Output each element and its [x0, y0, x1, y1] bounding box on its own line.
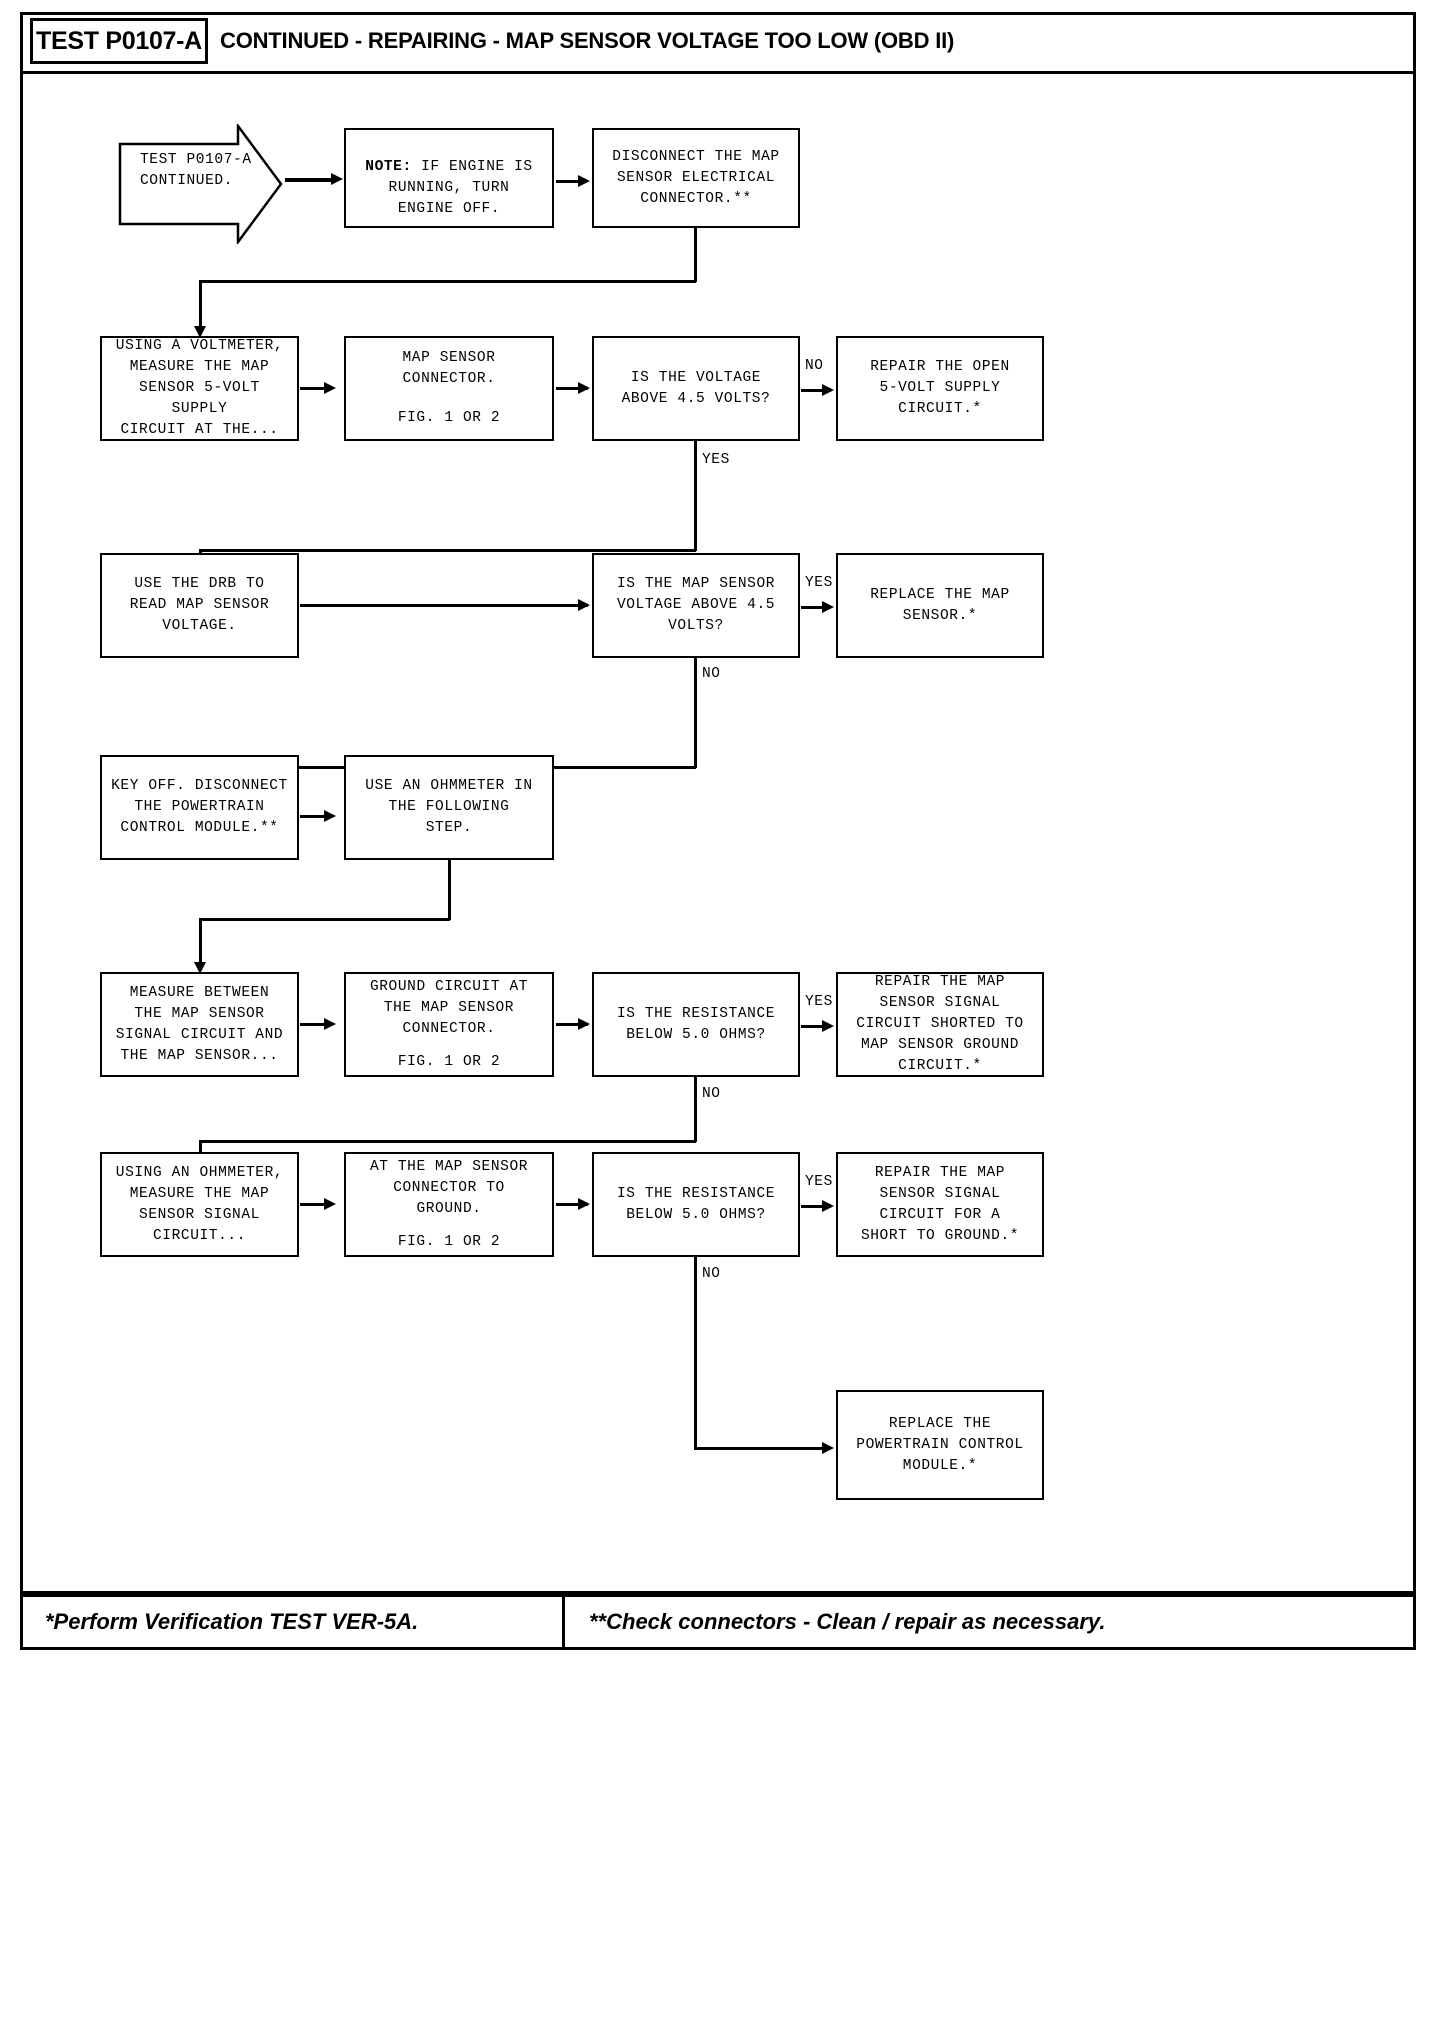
- map-connector-fig: FIG. 1 OR 2: [397, 410, 501, 426]
- edge-label-no-4: NO: [700, 1266, 723, 1282]
- node-use-ohmmeter-step: USE AN OHMMETER IN THE FOLLOWING STEP.: [344, 755, 554, 860]
- node-start-label: TEST P0107-A CONTINUED.: [140, 152, 252, 189]
- arrowhead-drb-to-q2: [578, 599, 590, 611]
- edge-ground-to-q3: [556, 1023, 588, 1026]
- note-body: IF ENGINE IS RUNNING, TURN ENGINE OFF.: [388, 159, 533, 217]
- edge-keyoff-to-ohmmeter: [300, 815, 332, 818]
- arrowhead-q1-no: [822, 384, 834, 396]
- edge-label-no-3: NO: [700, 1086, 723, 1102]
- edge-label-yes-3: YES: [803, 994, 835, 1010]
- at-connector-ground-main: AT THE MAP SENSOR CONNECTOR TO GROUND.: [369, 1158, 529, 1217]
- arrowhead-connector-ground-to-q4: [578, 1198, 590, 1210]
- arrowhead-q3-yes: [822, 1020, 834, 1032]
- edge-start-to-note: [285, 178, 337, 182]
- node-voltmeter-supply: USING A VOLTMETER, MEASURE THE MAP SENSO…: [100, 336, 299, 441]
- arrowhead-q4-yes: [822, 1200, 834, 1212]
- arrowhead-voltmeter-to-connector: [324, 382, 336, 394]
- edge-voltmeter-to-connector: [300, 387, 332, 390]
- node-repair-signal-shorted: REPAIR THE MAP SENSOR SIGNAL CIRCUIT SHO…: [836, 972, 1044, 1077]
- edge-ohmmeter-down: [448, 860, 451, 920]
- arrowhead-to-replace-pcm: [822, 1442, 834, 1454]
- edge-drb-to-q2: [300, 604, 588, 607]
- at-connector-ground-fig: FIG. 1 OR 2: [397, 1233, 501, 1250]
- note-prefix: NOTE:: [365, 159, 412, 175]
- node-map-connector: MAP SENSOR CONNECTOR. FIG. 1 OR 2: [344, 336, 554, 441]
- node-use-drb: USE THE DRB TO READ MAP SENSOR VOLTAGE.: [100, 553, 299, 658]
- node-replace-map-sensor: REPLACE THE MAP SENSOR.*: [836, 553, 1044, 658]
- arrowhead-keyoff-to-ohmmeter: [324, 810, 336, 822]
- edge-note-to-disconnect: [556, 180, 586, 183]
- node-question-voltage-above: IS THE VOLTAGE ABOVE 4.5 VOLTS?: [592, 336, 800, 441]
- edge-q3-yes: [801, 1025, 831, 1028]
- arrowhead-signal-to-connector-ground: [324, 1198, 336, 1210]
- edge-measure-to-ground: [300, 1023, 332, 1026]
- edge-q4-no-down: [694, 1257, 697, 1449]
- arrowhead-connector-to-q1: [578, 382, 590, 394]
- edge-label-yes-4: YES: [803, 1174, 835, 1190]
- edge-ohmmeter-left: [199, 918, 450, 921]
- arrowhead-to-row2: [194, 326, 206, 338]
- node-question-resistance-1: IS THE RESISTANCE BELOW 5.0 OHMS?: [592, 972, 800, 1077]
- ground-circuit-fig: FIG. 1 OR 2: [397, 1053, 501, 1070]
- node-measure-between: MEASURE BETWEEN THE MAP SENSOR SIGNAL CI…: [100, 972, 299, 1077]
- node-ground-circuit: GROUND CIRCUIT AT THE MAP SENSOR CONNECT…: [344, 972, 554, 1077]
- header-band: TEST P0107-A CONTINUED - REPAIRING - MAP…: [20, 12, 1416, 74]
- edge-connector-to-q1: [556, 387, 588, 390]
- arrowhead-to-row5: [194, 962, 206, 974]
- edge-q4-yes: [801, 1205, 831, 1208]
- edge-connector-ground-to-q4: [556, 1203, 588, 1206]
- diagram-frame: [20, 12, 1416, 1594]
- node-question-map-voltage: IS THE MAP SENSOR VOLTAGE ABOVE 4.5 VOLT…: [592, 553, 800, 658]
- node-question-resistance-2: IS THE RESISTANCE BELOW 5.0 OHMS?: [592, 1152, 800, 1257]
- arrowhead-note-to-disconnect: [578, 175, 590, 187]
- ground-circuit-main: GROUND CIRCUIT AT THE MAP SENSOR CONNECT…: [369, 978, 529, 1037]
- edge-disconnect-left: [199, 280, 696, 283]
- edge-signal-to-connector-ground: [300, 1203, 332, 1206]
- arrowhead-q2-yes: [822, 601, 834, 613]
- edge-disconnect-to-row2: [199, 280, 202, 332]
- edge-label-yes-1: YES: [700, 452, 732, 468]
- node-repair-open-supply: REPAIR THE OPEN 5-VOLT SUPPLY CIRCUIT.*: [836, 336, 1044, 441]
- edge-q3-no-left: [199, 1140, 696, 1143]
- pentagon-shape: [118, 124, 283, 244]
- node-at-connector-ground: AT THE MAP SENSOR CONNECTOR TO GROUND. F…: [344, 1152, 554, 1257]
- node-start: TEST P0107-A CONTINUED.: [118, 124, 283, 244]
- footer-band: *Perform Verification TEST VER-5A. **Che…: [20, 1594, 1416, 1650]
- test-code-badge: TEST P0107-A: [30, 18, 208, 64]
- map-connector-main: MAP SENSOR CONNECTOR.: [402, 350, 496, 387]
- edge-q1-no: [801, 389, 831, 392]
- edge-ohmmeter-to-row5: [199, 918, 202, 968]
- edge-label-yes-2: YES: [803, 575, 835, 591]
- arrowhead-ground-to-q3: [578, 1018, 590, 1030]
- node-key-off-disconnect: KEY OFF. DISCONNECT THE POWERTRAIN CONTR…: [100, 755, 299, 860]
- node-disconnect-map: DISCONNECT THE MAP SENSOR ELECTRICAL CON…: [592, 128, 800, 228]
- node-note-engine-off: NOTE: IF ENGINE IS RUNNING, TURN ENGINE …: [344, 128, 554, 228]
- edge-q2-yes: [801, 606, 831, 609]
- edge-disconnect-down: [694, 228, 697, 282]
- footer-note-left: *Perform Verification TEST VER-5A.: [45, 1609, 419, 1634]
- edge-label-no-1: NO: [803, 358, 826, 374]
- edge-q3-no-down: [694, 1077, 697, 1142]
- arrowhead-measure-to-ground: [324, 1018, 336, 1030]
- edge-label-no-2: NO: [700, 666, 723, 682]
- arrowhead-start-to-note: [331, 173, 343, 185]
- edge-q1-yes-down: [694, 441, 697, 551]
- node-using-ohmmeter-signal: USING AN OHMMETER, MEASURE THE MAP SENSO…: [100, 1152, 299, 1257]
- footer-divider: [562, 1597, 565, 1647]
- edge-q4-no-right: [694, 1447, 830, 1450]
- node-repair-signal-short-ground: REPAIR THE MAP SENSOR SIGNAL CIRCUIT FOR…: [836, 1152, 1044, 1257]
- node-replace-pcm: REPLACE THE POWERTRAIN CONTROL MODULE.*: [836, 1390, 1044, 1500]
- footer-note-right: **Check connectors - Clean / repair as n…: [589, 1609, 1106, 1634]
- edge-q2-no-down: [694, 658, 697, 768]
- page-title: CONTINUED - REPAIRING - MAP SENSOR VOLTA…: [220, 28, 955, 53]
- edge-q1-yes-left: [199, 549, 696, 552]
